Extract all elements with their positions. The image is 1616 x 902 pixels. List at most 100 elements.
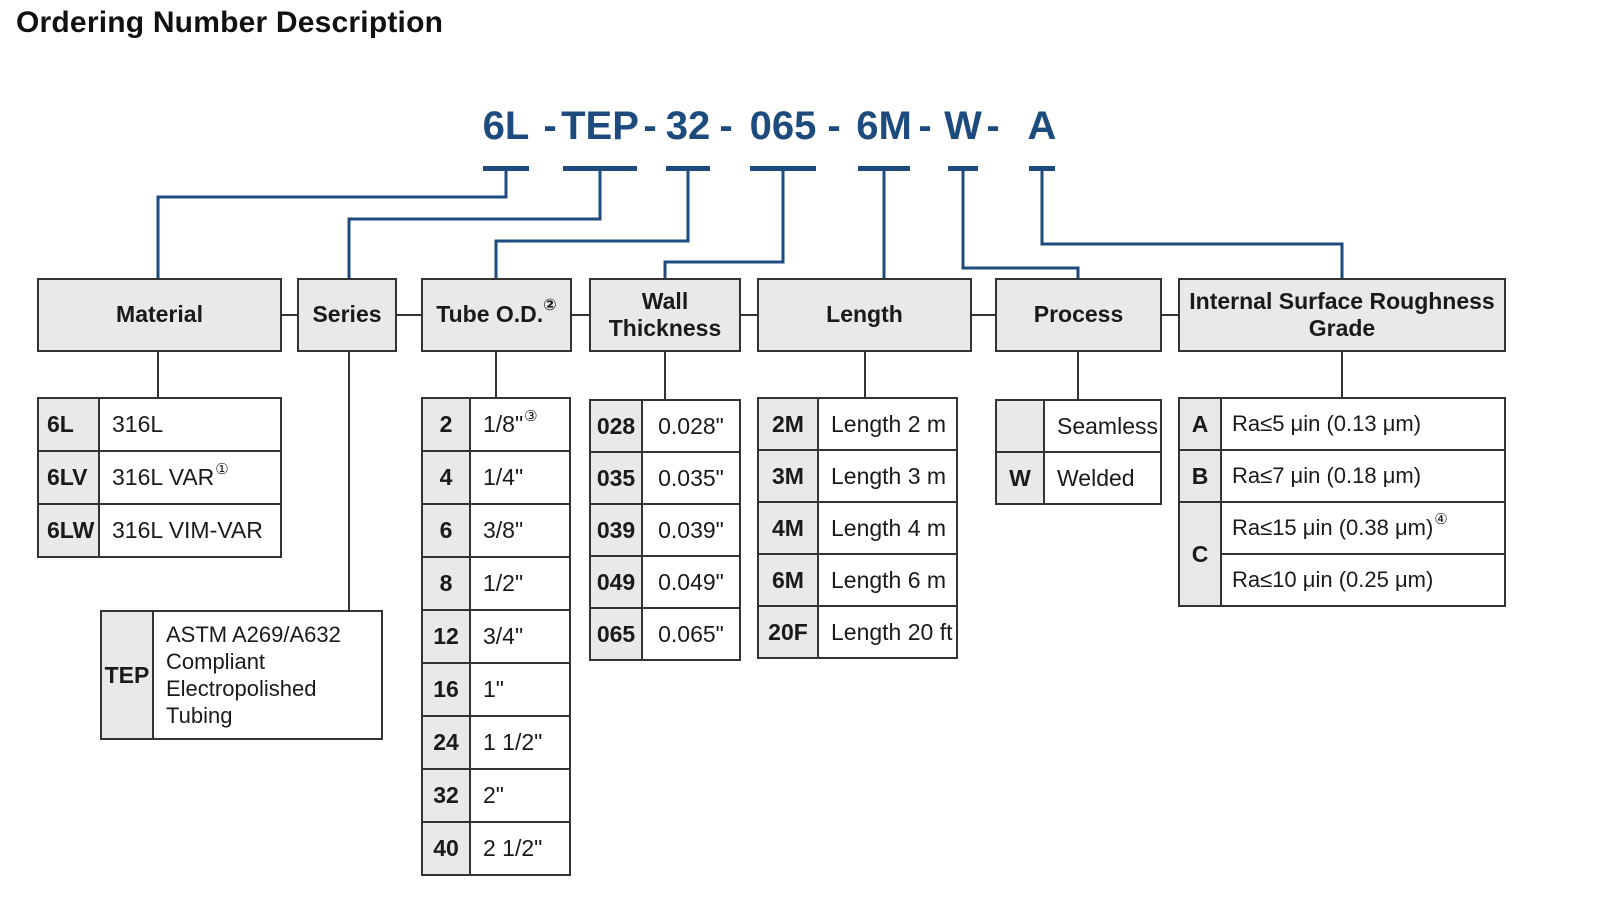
code-cell: 2M: [759, 399, 819, 449]
value-cell: 1/8"③: [471, 399, 569, 450]
code-cell: 6L: [39, 399, 100, 450]
ordering-segment-roughness: A: [1027, 104, 1057, 148]
process-table: Seamless W Welded: [995, 399, 1162, 505]
leader-series: [347, 171, 602, 280]
header-label: Wall Thickness: [608, 287, 722, 341]
table-row: Seamless: [997, 401, 1160, 451]
code-cell: 24: [423, 717, 471, 768]
value-text: 316L VAR: [112, 464, 215, 490]
header-box-length: Length: [757, 278, 972, 352]
value-cell: 1": [471, 664, 569, 715]
header-box-roughness: Internal Surface Roughness Grade: [1178, 278, 1506, 352]
value-cell: Length 2 m: [819, 399, 956, 449]
value-text: 0.065": [658, 620, 724, 647]
ordering-segment-material: 6L: [482, 104, 530, 148]
value-cell: Seamless: [1045, 401, 1160, 451]
footnote-ref-1: ①: [215, 460, 229, 478]
table-row: 12 3/4": [423, 609, 569, 662]
value-cell: 0.049": [643, 557, 739, 607]
code-cell: 6LV: [39, 452, 100, 503]
code-cell: 4: [423, 452, 471, 503]
segment-underline-wall-thickness: [750, 166, 816, 171]
value-text: 0.028": [658, 412, 724, 439]
value-text: 3/8": [483, 517, 524, 543]
code-cell: 6: [423, 505, 471, 556]
table-row: 6L 316L: [39, 399, 280, 450]
value-text: Length 20 ft: [831, 618, 953, 645]
value-cell: Length 20 ft: [819, 607, 956, 657]
header-box-process: Process: [995, 278, 1162, 352]
header-label: Series: [312, 301, 382, 328]
tube-od-table: 2 1/8"③ 4 1/4" 6 3/8" 8 1/2" 12 3/4" 16 …: [421, 397, 571, 876]
table-row: 035 0.035": [591, 451, 739, 503]
value-cell: Length 6 m: [819, 555, 956, 605]
ordering-separator: -: [986, 104, 1000, 148]
ordering-segment-tube-od: 32: [665, 104, 711, 148]
value-text: Welded: [1057, 464, 1135, 491]
code-cell: 049: [591, 557, 643, 607]
value-text: 1/2": [483, 570, 524, 596]
code-cell: 6M: [759, 555, 819, 605]
leader-process: [961, 171, 1080, 280]
footnote-ref-3: ③: [524, 407, 538, 425]
table-row: 16 1": [423, 662, 569, 715]
table-row: 32 2": [423, 768, 569, 821]
code-cell: 32: [423, 770, 471, 821]
value-text: 316L VIM-VAR: [112, 517, 263, 543]
value-cell: 2 1/2": [471, 823, 569, 874]
code-cell: B: [1180, 451, 1222, 501]
table-row: TEP ASTM A269/A632 Compliant Electropoli…: [102, 612, 381, 738]
value-text: Length 2 m: [831, 410, 947, 437]
segment-underline-length: [858, 166, 910, 171]
value-cell: Length 4 m: [819, 503, 956, 553]
value-cell: Ra≤15 μin (0.38 μm)④: [1222, 503, 1504, 553]
code-cell: 2: [423, 399, 471, 450]
leader-wall-thickness: [663, 171, 785, 280]
code-cell: 4M: [759, 503, 819, 553]
ordering-separator: -: [643, 104, 657, 148]
ordering-segment-wall-thickness: 065: [749, 104, 817, 148]
header-box-material: Material: [37, 278, 282, 352]
segment-underline-tube-od: [666, 166, 710, 171]
table-row: 6LW 316L VIM-VAR: [39, 503, 280, 556]
header-box-wall-thickness: Wall Thickness: [589, 278, 741, 352]
segment-underline-series: [563, 166, 637, 171]
segment-underline-roughness: [1029, 166, 1055, 171]
value-cell: 0.035": [643, 453, 739, 503]
code-cell: 20F: [759, 607, 819, 657]
table-row: B Ra≤7 μin (0.18 μm): [1180, 449, 1504, 501]
segment-underline-material: [483, 166, 529, 171]
value-cell: 0.039": [643, 505, 739, 555]
value-text: 0.049": [658, 568, 724, 595]
table-row: 2 1/8"③: [423, 399, 569, 450]
value-cell: 1 1/2": [471, 717, 569, 768]
value-cell: 2": [471, 770, 569, 821]
value-cell: Ra≤10 μin (0.25 μm): [1222, 553, 1504, 605]
value-cell: Ra≤5 μin (0.13 μm): [1222, 399, 1504, 449]
footnote-ref-4: ④: [1434, 511, 1448, 528]
value-cell: Length 3 m: [819, 451, 956, 501]
value-text: ASTM A269/A632 Compliant Electropolished…: [166, 622, 341, 728]
value-cell: 3/4": [471, 611, 569, 662]
value-text: 3/4": [483, 623, 524, 649]
code-cell: 028: [591, 401, 643, 451]
table-row: 24 1 1/2": [423, 715, 569, 768]
value-text: Ra≤10 μin (0.25 μm): [1232, 567, 1434, 592]
code-cell: 8: [423, 558, 471, 609]
table-row: 049 0.049": [591, 555, 739, 607]
ordering-segment-length: 6M: [856, 104, 912, 148]
code-cell: W: [997, 453, 1045, 503]
code-cell: 3M: [759, 451, 819, 501]
table-row: A Ra≤5 μin (0.13 μm): [1180, 399, 1504, 449]
header-label: Material: [116, 301, 203, 328]
value-text: 1": [483, 676, 504, 702]
table-row: 6 3/8": [423, 503, 569, 556]
value-text: 0.039": [658, 516, 724, 543]
value-text: 2 1/2": [483, 835, 543, 861]
footnote-ref-2: ②: [543, 296, 557, 314]
value-cell: 1/4": [471, 452, 569, 503]
table-row: C Ra≤15 μin (0.38 μm)④ Ra≤10 μin (0.25 μ…: [1180, 501, 1504, 605]
value-text: Ra≤7 μin (0.18 μm): [1232, 463, 1422, 488]
